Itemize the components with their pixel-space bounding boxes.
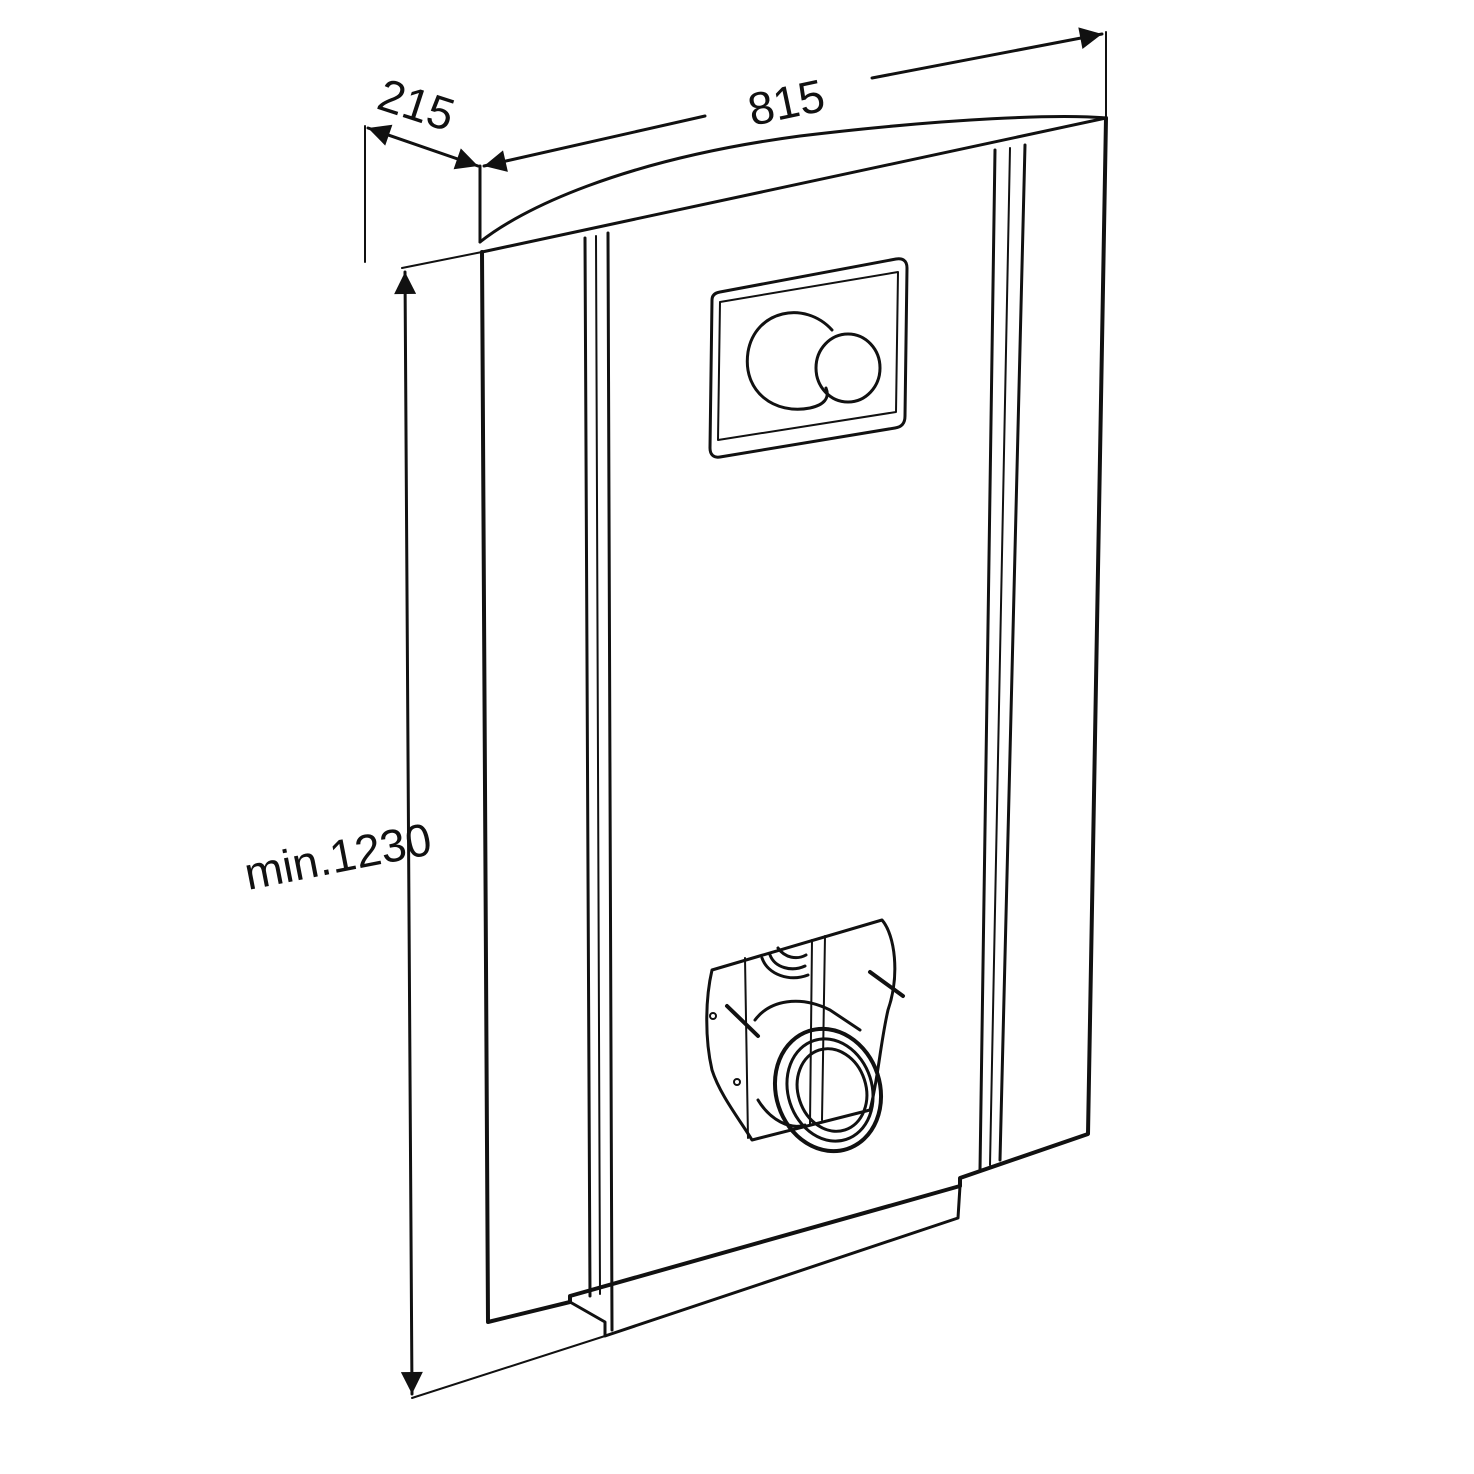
flush-button-small: [814, 332, 882, 404]
height-label: min.1230: [240, 813, 436, 900]
panel-base-block: [568, 1184, 962, 1338]
width-dimension-line-left: [482, 114, 707, 172]
flush-button-large: [745, 311, 834, 411]
left-groove-line-mid: [595, 235, 601, 1295]
flush-plate-outline: [708, 257, 909, 459]
upper-pipe-outlet: [760, 946, 810, 980]
dimension-width: 815: [482, 27, 1107, 172]
height-extension-line-bottom: [411, 1335, 606, 1399]
right-groove-line-inner: [978, 148, 997, 1172]
flush-plate-inner: [717, 271, 899, 441]
waste-pipe-outer-rim: [772, 1026, 884, 1154]
height-extension-line-top: [401, 251, 483, 269]
installation-panel: [478, 115, 1108, 1338]
bolt-hole-bottom: [733, 1078, 741, 1086]
height-dimension-line: [394, 270, 423, 1396]
mounting-stud-right: [868, 970, 905, 998]
right-groove-line-outer: [998, 143, 1027, 1162]
waste-pipe-body: [753, 999, 862, 1128]
panel-top-front-edge: [480, 116, 1108, 254]
dimension-depth: 215: [364, 68, 481, 263]
bolt-hole-left: [709, 1012, 717, 1020]
depth-label: 215: [372, 68, 461, 141]
flush-plate: [708, 257, 909, 459]
depth-dimension-line: [366, 124, 480, 170]
dimension-height: min.1230: [240, 251, 606, 1399]
panel-front-outline: [480, 116, 1108, 1324]
width-dimension-line-right: [870, 27, 1104, 80]
left-groove-line-outer: [583, 236, 592, 1298]
waste-pipe-inner-rim: [795, 1047, 869, 1133]
width-label: 815: [743, 69, 829, 136]
right-groove-line-mid: [989, 147, 1011, 1166]
left-groove-line-inner: [606, 231, 614, 1332]
panel-top-edge: [478, 115, 1108, 244]
waste-pipe-middle-rim: [785, 1037, 875, 1143]
waste-connection: [705, 918, 905, 1154]
mounting-stud-left: [725, 1004, 760, 1038]
